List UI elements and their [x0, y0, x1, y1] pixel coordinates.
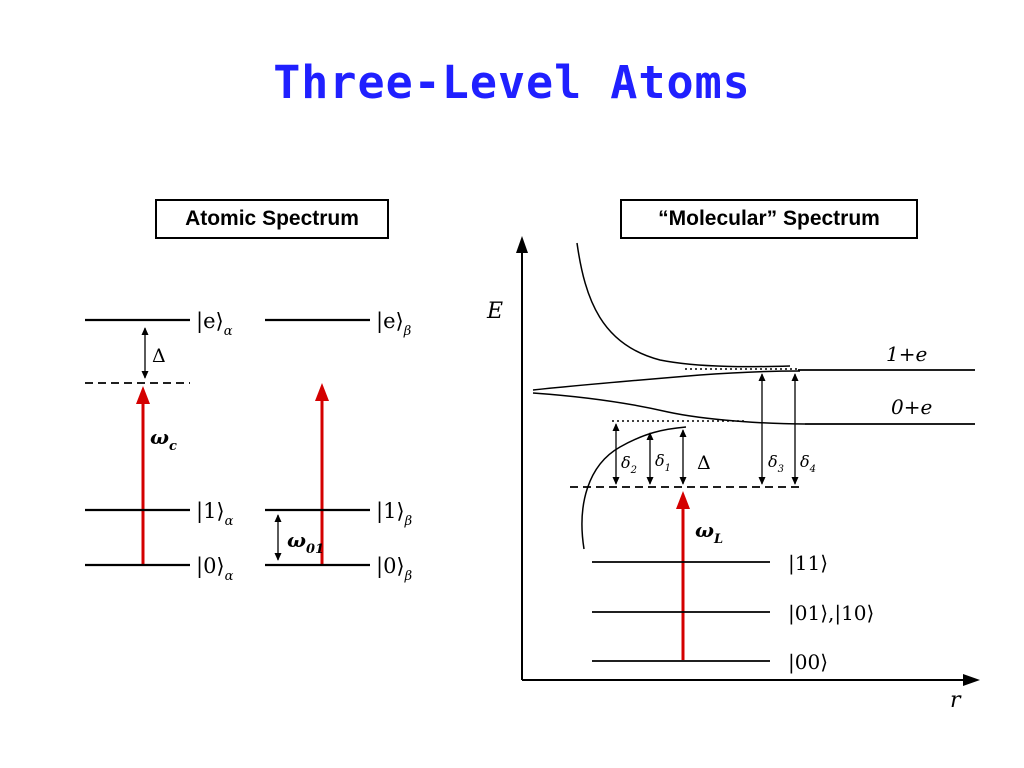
atomic-spectrum-label: Atomic Spectrum	[185, 207, 359, 230]
omega-01-label: ω01	[287, 528, 324, 557]
delta3-symbol: δ	[768, 452, 778, 471]
delta1-sub: 1	[665, 463, 671, 474]
r-axis-label: r	[950, 688, 962, 713]
ket-e-beta-main: |e⟩	[376, 309, 404, 334]
delta2-label: δ2	[621, 453, 637, 476]
ket-1-alpha-main: |1⟩	[196, 499, 225, 524]
ket-0-beta-sub: β	[404, 569, 413, 584]
ket-0-alpha: |0⟩α	[196, 554, 234, 584]
delta1-symbol: δ	[655, 451, 665, 470]
omega-01-symbol: ω	[287, 528, 306, 552]
delta4-sub: 4	[809, 464, 816, 475]
potential-curve-middle-lower-branch	[532, 392, 806, 425]
omega-L-symbol: ω	[695, 518, 714, 542]
ket-e-alpha-sub: α	[224, 324, 233, 339]
delta2-symbol: δ	[621, 453, 631, 472]
ket-0-beta-main: |0⟩	[376, 554, 405, 579]
delta3-sub: 3	[778, 464, 784, 475]
ket-00: |00⟩	[788, 650, 828, 675]
delta3-label: δ3	[768, 452, 784, 475]
potential-curve-upper	[576, 242, 791, 368]
omega-01-sub: 01	[306, 542, 324, 557]
ket-e-beta: |e⟩β	[376, 309, 411, 339]
asymptote-label-0e: 0+e	[891, 395, 932, 419]
omega-c-symbol: ω	[150, 425, 169, 449]
atomic-spectrum-label-box: Atomic Spectrum	[155, 199, 389, 239]
ket-e-alpha: |e⟩α	[196, 309, 233, 339]
asymptote-label-1e: 1+e	[886, 342, 927, 366]
slide-title: Three-Level Atoms	[273, 56, 751, 109]
ket-1-beta-main: |1⟩	[376, 499, 405, 524]
r-axis-arrowhead	[963, 674, 980, 686]
omega-L-label: ωL	[695, 518, 723, 547]
ket-1-beta-sub: β	[404, 514, 413, 529]
energy-axis-arrowhead	[516, 236, 528, 253]
energy-axis-label: E	[486, 299, 503, 324]
delta4-label: δ4	[800, 452, 816, 475]
cavity-drive-arrowhead-alpha	[136, 386, 150, 404]
laser-arrowhead	[676, 491, 690, 509]
ket-e-alpha-main: |e⟩	[196, 309, 224, 334]
ket-1-alpha-sub: α	[225, 514, 234, 529]
ket-1-beta: |1⟩β	[376, 499, 412, 529]
ket-11: |11⟩	[788, 551, 828, 576]
ket-e-beta-sub: β	[403, 324, 412, 339]
ket-0-alpha-sub: α	[225, 569, 234, 584]
detuning-delta-label-alpha: Δ	[152, 345, 166, 367]
ket-0-alpha-main: |0⟩	[196, 554, 225, 579]
omega-c-sub: c	[169, 439, 177, 454]
delta-big-label: Δ	[697, 452, 711, 474]
ket-0-beta: |0⟩β	[376, 554, 412, 584]
omega-c-label: ωc	[150, 425, 177, 454]
potential-curve-lower	[581, 426, 687, 550]
delta2-sub: 2	[630, 465, 637, 476]
molecular-spectrum-label: “Molecular” Spectrum	[658, 207, 880, 230]
delta1-label: δ1	[655, 451, 671, 474]
ket-1-alpha: |1⟩α	[196, 499, 234, 529]
potential-curve-middle-upper-branch	[532, 370, 801, 391]
drive-arrowhead-beta	[315, 383, 329, 401]
molecular-spectrum-label-box: “Molecular” Spectrum	[620, 199, 918, 239]
ket-01-10: |01⟩,|10⟩	[788, 601, 874, 626]
delta4-symbol: δ	[800, 452, 810, 471]
omega-L-sub: L	[713, 532, 723, 547]
